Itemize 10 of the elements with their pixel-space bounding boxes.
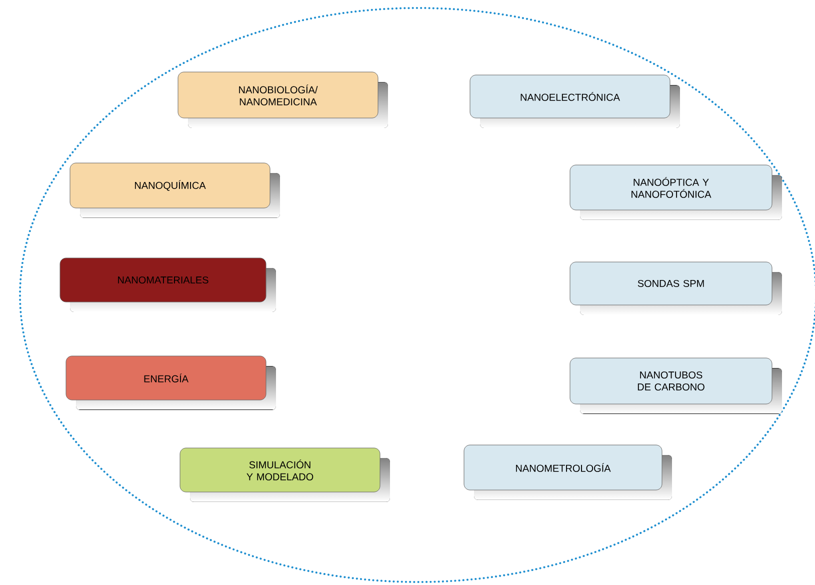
topic-box: NANOELECTRÓNICA: [470, 74, 680, 128]
topic-box: SONDAS SPM: [570, 262, 782, 315]
topic-box: SIMULACIÓN Y MODELADO: [180, 448, 390, 502]
topic-box: NANOÓPTICA Y NANOFOTÓNICA: [570, 164, 782, 220]
topic-box: NANOBIOLOGÍA/ NANOMEDICINA: [178, 72, 388, 128]
topic-box: NANOTUBOS DE CARBONO: [570, 358, 782, 414]
topic-box: NANOMETROLOGÍA: [464, 444, 672, 500]
topic-box: NANOMATERIALES: [60, 258, 276, 312]
topic-box: ENERGÍA: [66, 356, 276, 410]
topic-box: NANOQUÍMICA: [70, 162, 280, 218]
